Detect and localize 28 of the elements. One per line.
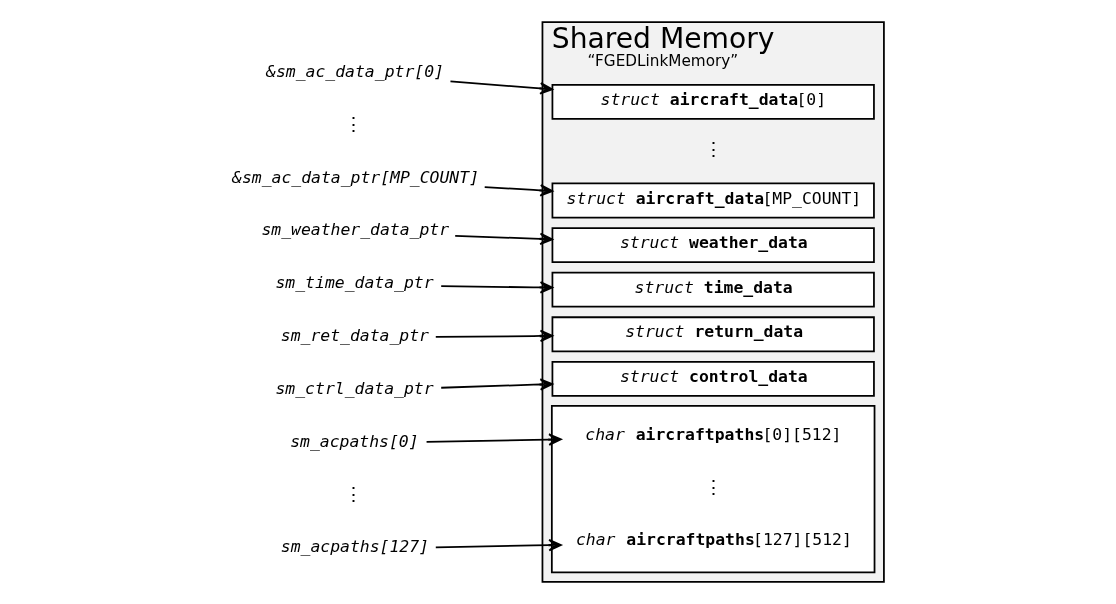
- node-text: sm_time_data_ptr: [275, 273, 434, 293]
- node-text: sm_ctrl_data_ptr: [275, 378, 434, 398]
- node-text: char aircraftpaths[127][512]: [575, 530, 852, 550]
- node-box: struct return_data: [551, 316, 875, 353]
- arrow: [434, 329, 554, 343]
- arrow: [449, 80, 554, 95]
- node-box: struct aircraft_data[MP_COUNT]: [551, 182, 875, 219]
- node-box: struct weather_data: [551, 227, 875, 263]
- node-box: struct aircraft_data[0]: [551, 84, 875, 120]
- node-text: sm_acpaths[0]: [290, 431, 419, 451]
- node-text: &sm_ac_data_ptr[MP_COUNT]: [232, 167, 480, 187]
- arrow: [483, 184, 554, 197]
- arrow: [440, 378, 554, 391]
- arrow: [425, 433, 562, 446]
- arrow: [434, 539, 562, 552]
- arrow: [454, 232, 553, 246]
- node-text: sm_acpaths[127]: [280, 537, 429, 557]
- node-box: struct control_data: [551, 360, 875, 397]
- node-box: struct time_data: [551, 271, 875, 308]
- node-text: &sm_ac_data_ptr[0]: [266, 61, 444, 81]
- node-text: char aircraftpaths[0][512]: [585, 424, 842, 444]
- label: ⋮: [344, 114, 364, 136]
- arrow: [440, 281, 554, 294]
- node-text: sm_ret_data_ptr: [280, 325, 429, 345]
- label: ⋮: [703, 138, 723, 160]
- label: ⋮: [703, 476, 723, 498]
- node-text: sm_weather_data_ptr: [261, 220, 450, 240]
- label: ⋮: [344, 483, 364, 505]
